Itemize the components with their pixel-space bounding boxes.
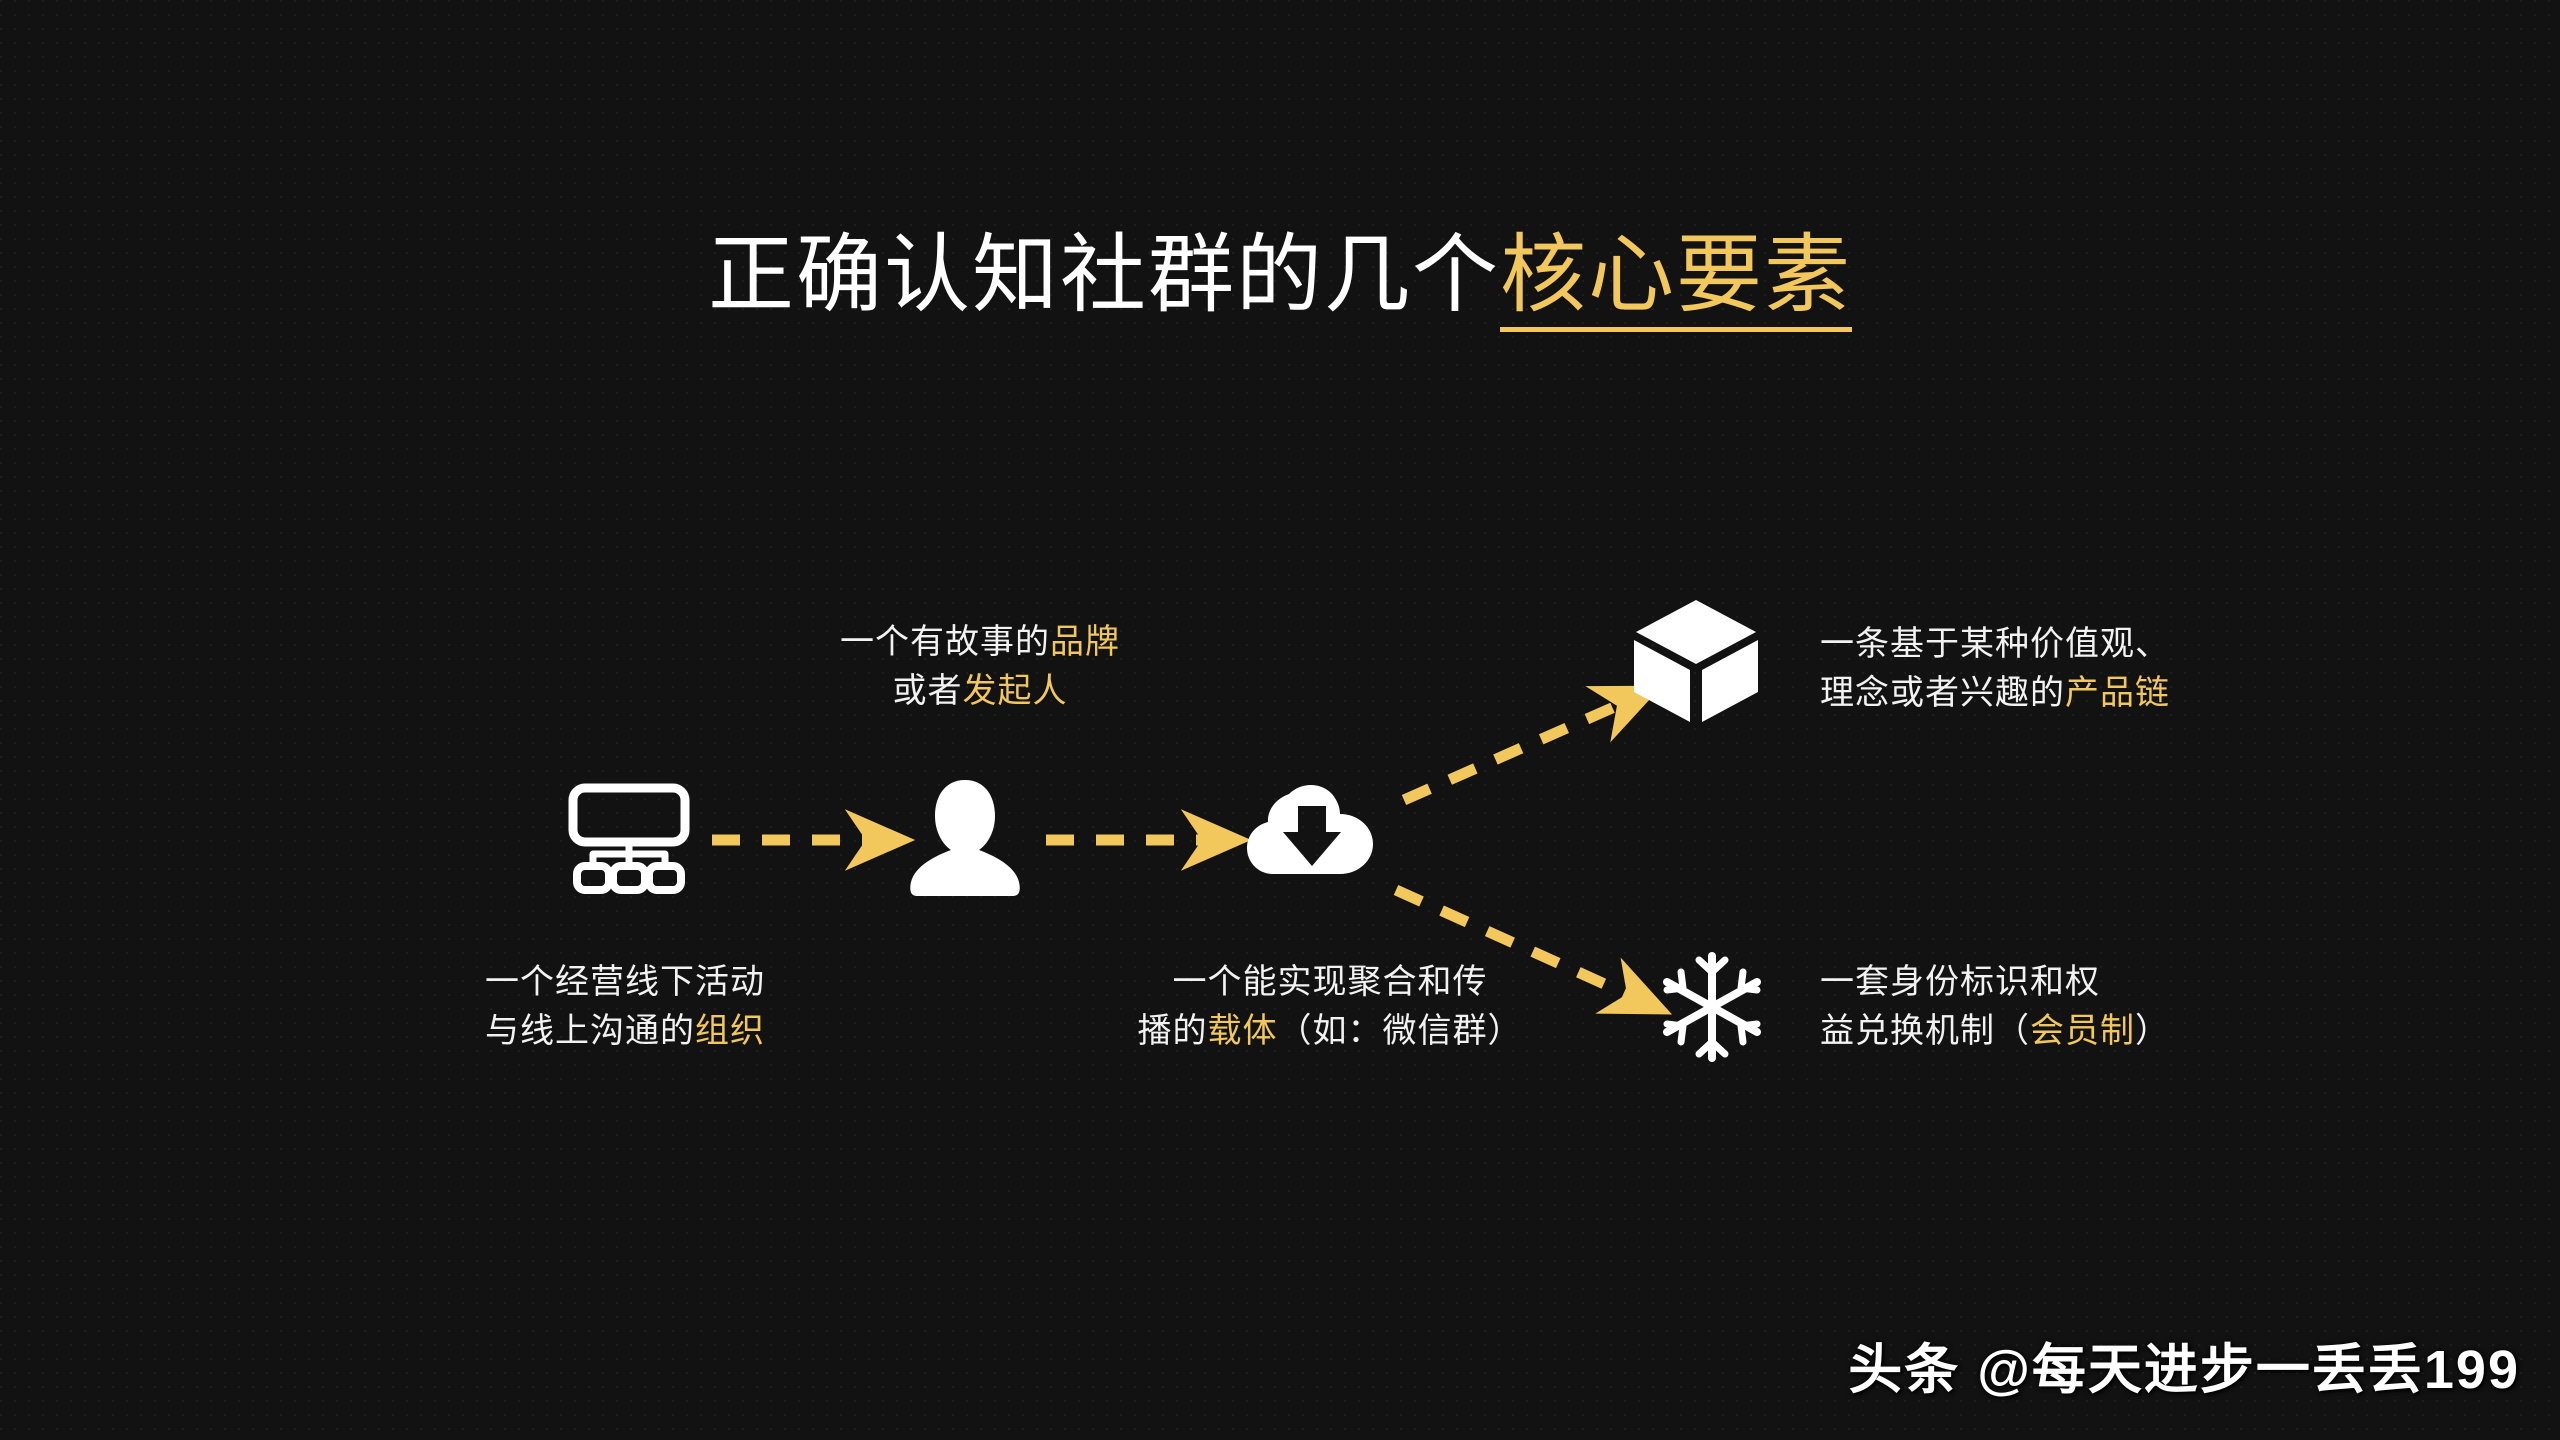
person-silhouette-icon <box>905 778 1025 898</box>
3d-box-icon <box>1632 596 1760 724</box>
label-organization: 一个经营线下活动 与线上沟通的组织 <box>440 958 810 1057</box>
cloud-download-icon <box>1245 780 1380 892</box>
label-product-chain-line2: 理念或者兴趣的产品链 <box>1820 674 2170 713</box>
watermark: 头条 @每天进步一丢丢199 <box>1848 1325 2520 1404</box>
label-organization-line1: 一个经营线下活动 <box>485 963 765 1001</box>
label-membership-line1: 一套身份标识和权 <box>1820 963 2100 1001</box>
label-product-chain: 一条基于某种价值观、 理念或者兴趣的产品链 <box>1820 620 2290 719</box>
label-membership: 一套身份标识和权 益兑换机制（会员制） <box>1820 958 2260 1057</box>
label-carrier-line1: 一个能实现聚合和传 <box>1172 963 1488 1001</box>
label-brand-line2: 或者发起人 <box>892 672 1068 711</box>
label-carrier-line2: 播的载体（如：微信群） <box>1137 1012 1523 1051</box>
page-title: 正确认知社群的几个核心要素 <box>0 227 2560 332</box>
page-title-plain: 正确认知社群的几个 <box>708 227 1500 323</box>
page-title-accent: 核心要素 <box>1500 227 1852 332</box>
watermark-brand: 头条 <box>1848 1340 1961 1400</box>
label-brand: 一个有故事的品牌 或者发起人 <box>800 618 1160 717</box>
watermark-handle: @每天进步一丢丢199 <box>1977 1340 2520 1400</box>
label-membership-line2: 益兑换机制（会员制） <box>1820 1012 2170 1051</box>
label-brand-line1: 一个有故事的品牌 <box>840 623 1120 661</box>
snowflake-icon <box>1655 950 1769 1064</box>
label-carrier: 一个能实现聚合和传 播的载体（如：微信群） <box>1120 958 1540 1057</box>
label-product-chain-line1: 一条基于某种价值观、 <box>1820 625 2170 663</box>
arrow-cloud-to-box <box>1401 685 1663 806</box>
label-organization-line2: 与线上沟通的组织 <box>485 1012 765 1051</box>
organization-chart-icon <box>565 782 693 894</box>
